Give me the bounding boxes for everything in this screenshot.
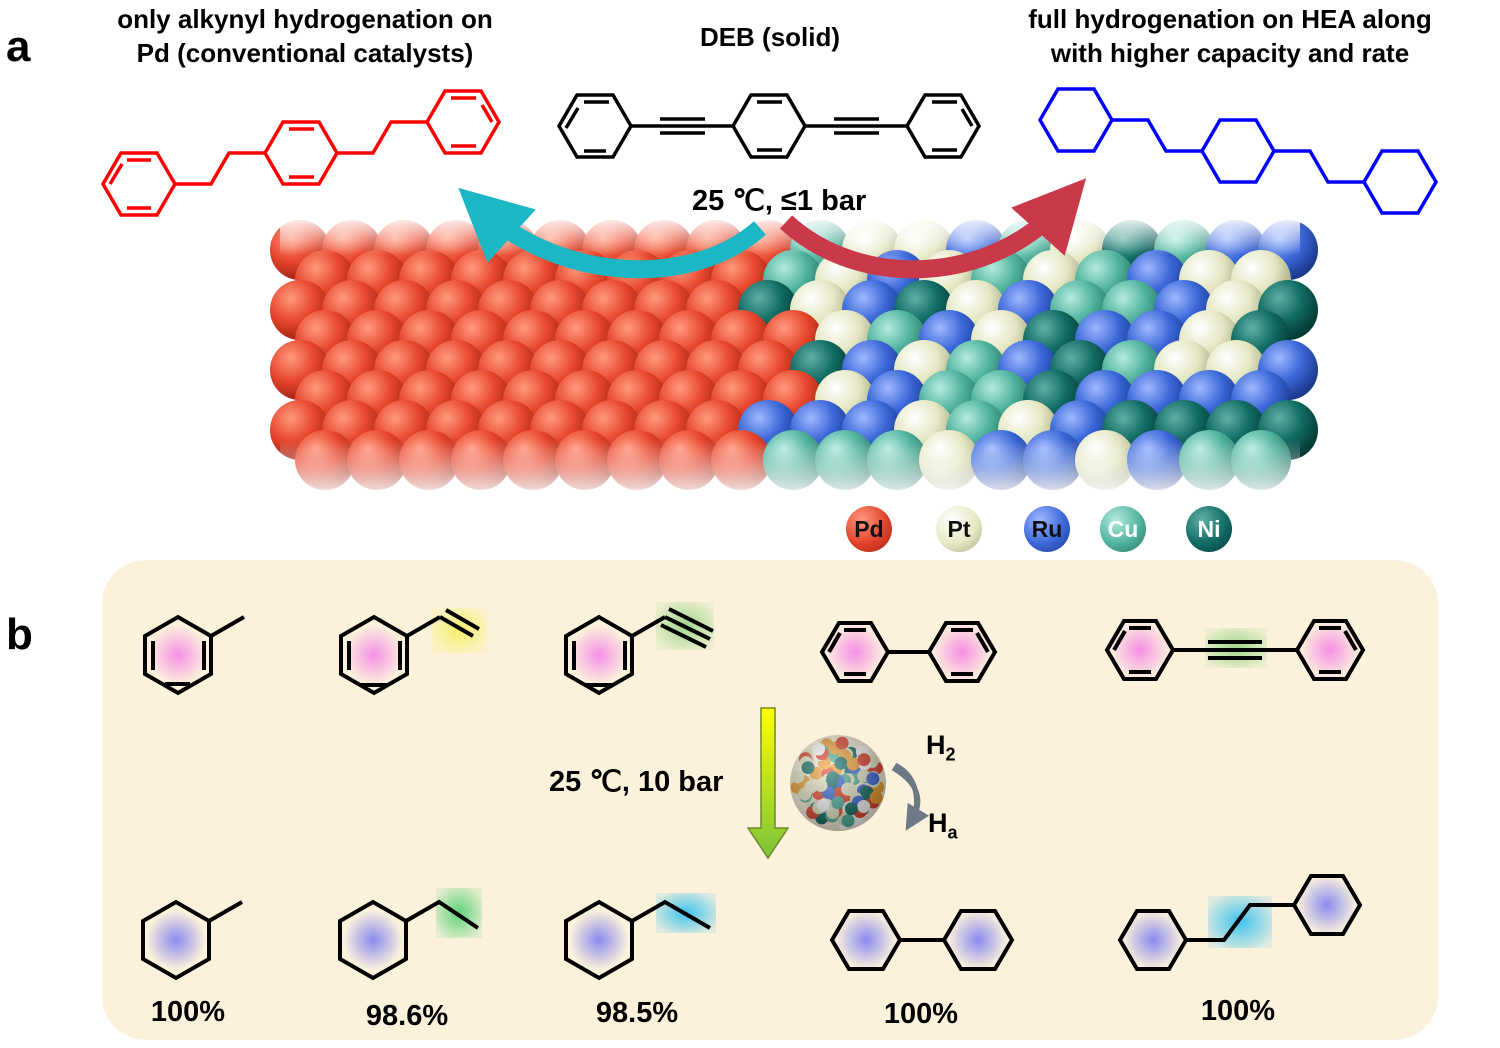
legend-pt: Pt xyxy=(936,506,982,552)
arrow-to-partial-product xyxy=(458,187,766,279)
panel-a-label: a xyxy=(6,22,31,71)
legend-ru: Ru xyxy=(1024,506,1070,552)
partial-product-molecule xyxy=(100,89,502,217)
deb-caption: DEB (solid) xyxy=(699,22,841,52)
h-atom-arrow xyxy=(891,765,930,831)
legend-ni: Ni xyxy=(1186,506,1232,552)
product-methylcyclohexane xyxy=(141,899,243,981)
h2-letter: H xyxy=(926,730,946,760)
full-product-molecule xyxy=(1037,87,1439,215)
left-caption-line2: Pd (conventional catalysts) xyxy=(136,38,474,68)
nanoparticle-shading xyxy=(790,735,886,831)
arrow-to-full-product xyxy=(779,178,1087,279)
ha-subscript: a xyxy=(947,822,958,843)
yield-3: 98.5% xyxy=(595,997,679,1029)
panel-a-graphic xyxy=(100,87,1439,500)
legend-pt-label: Pt xyxy=(947,515,971,542)
legend-pd-label: Pd xyxy=(854,515,884,542)
product-ethylcyclohexane-2 xyxy=(564,893,716,981)
legend-pd: Pd xyxy=(846,506,892,552)
reactant-styrene xyxy=(339,608,487,696)
deb-molecule xyxy=(556,93,982,159)
right-caption-line2: with higher capacity and rate xyxy=(1050,38,1410,68)
element-legend: Pd Pt Ru Cu Ni xyxy=(846,506,1246,556)
right-caption-line1: full hydrogenation on HEA along xyxy=(1028,4,1432,34)
legend-cu: Cu xyxy=(1100,506,1146,552)
yield-5: 100% xyxy=(1200,995,1276,1027)
hea-nanoparticle xyxy=(790,735,886,831)
legend-ru-label: Ru xyxy=(1031,515,1063,542)
reactant-phenylacetylene xyxy=(564,602,714,696)
product-dicyclohexylethane xyxy=(1117,874,1363,971)
reactant-biphenyl xyxy=(819,621,998,683)
yield-2: 98.6% xyxy=(365,1000,449,1032)
product-bicyclohexyl xyxy=(829,909,1015,971)
panel-b-label: b xyxy=(6,610,33,659)
ha-letter: H xyxy=(928,808,948,838)
h2-subscript: 2 xyxy=(945,744,956,765)
reactant-toluene xyxy=(143,614,245,696)
yield-4: 100% xyxy=(883,998,959,1030)
reaction-arrow xyxy=(746,707,790,860)
panel-a-condition: 25 ℃, ≤1 bar xyxy=(692,185,867,217)
legend-ni-label: Ni xyxy=(1197,515,1221,542)
ha-label: Ha xyxy=(928,808,958,843)
left-caption-line1: only alkynyl hydrogenation on xyxy=(117,4,493,34)
h2-label: H2 xyxy=(926,730,956,765)
left-product-caption: only alkynyl hydrogenation on Pd (conven… xyxy=(40,2,570,70)
yield-1: 100% xyxy=(150,996,226,1028)
right-product-caption: full hydrogenation on HEA along with hig… xyxy=(960,2,1500,70)
panel-b-condition: 25 ℃, 10 bar xyxy=(549,766,724,798)
reactant-diphenylacetylene xyxy=(1104,619,1366,681)
legend-cu-label: Cu xyxy=(1107,515,1139,542)
product-ethylcyclohexane xyxy=(338,888,482,981)
